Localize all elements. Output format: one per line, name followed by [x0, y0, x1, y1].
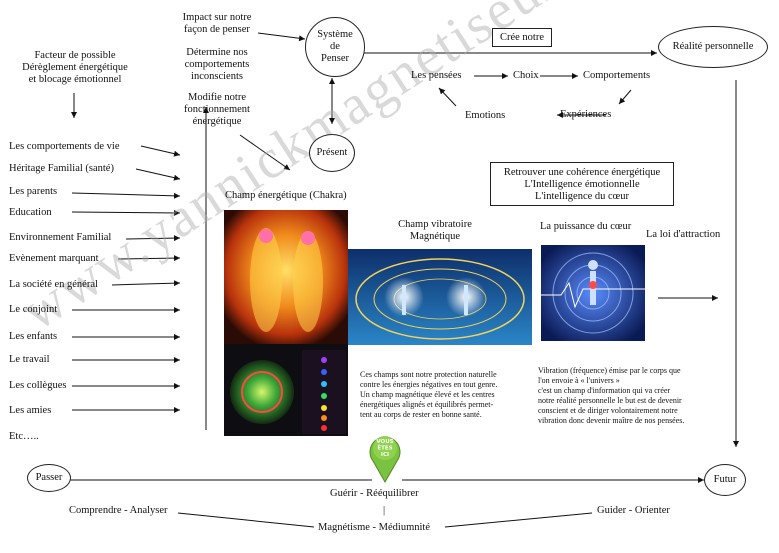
futur-node: Futur	[704, 464, 746, 496]
cree-notre-box: Crée notre	[492, 28, 552, 47]
left-header: Facteur de possible Dérèglement énergéti…	[22, 50, 128, 85]
protection-paragraph: Ces champs sont notre protection naturel…	[360, 370, 498, 419]
list-item: La société en général	[9, 279, 98, 290]
vibration-paragraph: Vibration (fréquence) émise par le corps…	[538, 366, 685, 425]
list-item: Les amies	[9, 405, 52, 416]
passer-node: Passer	[27, 464, 71, 492]
list-item: Les collègues	[9, 380, 67, 391]
list-item: Héritage Familial (santé)	[9, 163, 114, 174]
list-item: Evènement marquant	[9, 253, 99, 264]
list-item: Environnement Familial	[9, 232, 112, 243]
pin-badge-line: ÊTES	[377, 444, 392, 452]
list-item: Les parents	[9, 186, 58, 197]
list-item: Le conjoint	[9, 304, 58, 315]
modifie-label: Modifie notre fonctionnement énergétique	[184, 92, 250, 127]
vibratoire-title: Champ vibratoire Magnétique	[398, 219, 472, 242]
coherence-box: Retrouver une cohérence énergétique L'In…	[490, 162, 674, 206]
guider-label: Guider - Orienter	[597, 505, 670, 516]
magnetisme-label: Magnétisme - Médiumnité	[318, 522, 430, 533]
impact-label: Impact sur notre façon de penser	[182, 12, 252, 35]
coeur-title: La puissance du cœur	[540, 221, 632, 232]
list-item: Education	[9, 207, 52, 218]
divider-mark: |	[383, 505, 386, 516]
cycle-pensees: Les pensées	[411, 70, 462, 81]
guerir-label: Guérir - Rééquilibrer	[330, 488, 419, 499]
list-item: Les comportements de vie	[9, 141, 120, 152]
determine-label: Détermine nos comportements inconscients	[184, 47, 250, 82]
pin-badge-line: VOUS	[376, 439, 393, 445]
cycle-emotions: Emotions	[465, 110, 506, 121]
cycle-choix: Choix	[513, 70, 539, 81]
you-are-here-pin-icon: VOUS ÊTES ICI	[367, 431, 403, 484]
chakra-title: Champ énergétique (Chakra)	[225, 190, 347, 201]
list-item: Le travail	[9, 354, 50, 365]
list-item: Les enfants	[9, 331, 58, 342]
heart-power-image	[541, 245, 645, 341]
attraction-title: La loi d'attraction	[646, 229, 721, 240]
systeme-de-penser-node: Système de Penser	[305, 17, 365, 77]
cycle-experiences: Expériences	[560, 109, 612, 120]
pin-badge-line: ICI	[381, 452, 389, 458]
comprendre-label: Comprendre - Analyser	[69, 505, 168, 516]
realite-personnelle-node: Réalité personnelle	[658, 26, 768, 68]
present-node: Présent	[309, 134, 355, 172]
magnetic-field-image	[348, 249, 532, 345]
list-item: Etc…..	[9, 431, 39, 442]
chakra-aura-image	[224, 210, 348, 436]
cycle-comportements: Comportements	[583, 70, 651, 81]
